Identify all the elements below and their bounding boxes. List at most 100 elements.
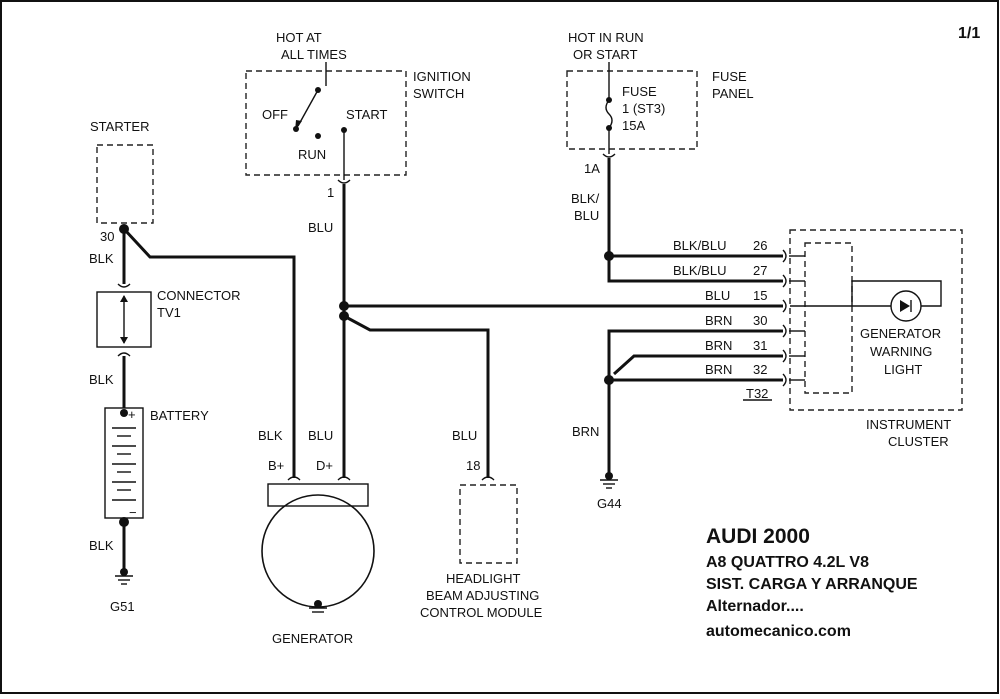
fuse-panel-label-1: FUSE xyxy=(712,69,747,84)
ground-g44-icon xyxy=(600,472,618,489)
fuse-panel-box xyxy=(566,70,698,150)
connector-top-pin xyxy=(117,283,131,288)
cluster-wire-color: BRN xyxy=(705,338,732,353)
generator-label: GENERATOR xyxy=(272,631,353,646)
generator-ground-point xyxy=(314,600,322,608)
headlight-pin-label: 18 xyxy=(466,458,480,473)
cluster-pin-row: BLU 15 xyxy=(705,288,787,313)
cluster-pin-number: 32 xyxy=(753,362,767,377)
cluster-label-2: CLUSTER xyxy=(888,434,949,449)
cluster-pin-number: 27 xyxy=(753,263,767,278)
starter-wire-color: BLK xyxy=(89,251,114,266)
headlight-module-box xyxy=(459,484,518,564)
ignition-hot-label-2: ALL TIMES xyxy=(281,47,347,62)
connector-label-2: TV1 xyxy=(157,305,181,320)
fuse-name-label: FUSE xyxy=(622,84,657,99)
generator-b-pin xyxy=(287,476,301,481)
connector-box xyxy=(96,291,152,348)
title-make-year: AUDI 2000 xyxy=(706,525,810,548)
ignition-wire-color: BLU xyxy=(308,220,333,235)
cluster-pin-symbol xyxy=(782,373,787,387)
wire-pin-30 xyxy=(607,329,783,474)
instrument-cluster: INSTRUMENT CLUSTER T32 GENERATOR WARNING… xyxy=(743,229,963,449)
cluster-pin-rows: BLK/BLU 26 BLK/BLU 27 BLU 15 BRN 30 BRN … xyxy=(673,238,805,387)
ground-g51-icon xyxy=(115,568,133,585)
fuse-panel-label-2: PANEL xyxy=(712,86,754,101)
ignition-contact-run xyxy=(315,133,321,139)
generator-b-terminal-label: B+ xyxy=(268,458,284,473)
title-site: automecanico.com xyxy=(706,623,851,640)
page-number: 1/1 xyxy=(958,25,980,42)
generator-d-terminal-label: D+ xyxy=(316,458,333,473)
cluster-connector-label: T32 xyxy=(746,386,768,401)
wire-pin-31 xyxy=(612,354,783,376)
connector-tv1: CONNECTOR TV1 xyxy=(96,283,241,357)
fuse-pin-symbol xyxy=(602,153,616,158)
connector-label-1: CONNECTOR xyxy=(157,288,241,303)
cluster-wire-color: BLK/BLU xyxy=(673,238,726,253)
cluster-pin-symbol xyxy=(782,274,787,288)
battery: + − BATTERY xyxy=(104,407,209,520)
fuse-hot-label-1: HOT IN RUN xyxy=(568,30,644,45)
ignition-pin-symbol xyxy=(337,179,351,184)
connector-wire-below-color: BLK xyxy=(89,372,114,387)
title-block: AUDI 2000 A8 QUATTRO 4.2L V8 SIST. CARGA… xyxy=(706,525,918,640)
cluster-pin-number: 26 xyxy=(753,238,767,253)
fuse-wire-color-2: BLU xyxy=(574,208,599,223)
warning-light-label-3: LIGHT xyxy=(884,362,922,377)
title-component: Alternador.... xyxy=(706,598,804,615)
blu-to-headlight-wire xyxy=(343,314,490,478)
warning-light-diode xyxy=(900,300,910,312)
cluster-pin-row: BRN 31 xyxy=(705,338,805,363)
cluster-pin-row: BRN 30 xyxy=(705,313,805,338)
cluster-pin-symbol xyxy=(782,324,787,338)
fuse-wire-color-1: BLK/ xyxy=(571,191,600,206)
ignition-hot-label-1: HOT AT xyxy=(276,30,322,45)
starter-label: STARTER xyxy=(90,119,149,134)
fuse-hot-label-2: OR START xyxy=(573,47,638,62)
wire-pin-27 xyxy=(607,256,783,283)
battery-box xyxy=(104,407,144,519)
connector-arrow-up xyxy=(120,295,128,302)
cluster-pin-number: 30 xyxy=(753,313,767,328)
ground-g44-label: G44 xyxy=(597,496,622,511)
starter-to-generator-wire xyxy=(122,227,296,478)
headlight-beam-module: BLU 18 HEADLIGHT BEAM ADJUSTING CONTROL … xyxy=(420,428,543,620)
generator-d-pin xyxy=(337,476,351,481)
splice-brn xyxy=(604,375,614,385)
generator: BLK BLU B+ D+ GENERATOR xyxy=(258,428,375,646)
cluster-pin-row: BLK/BLU 26 xyxy=(673,238,805,263)
cluster-pin-symbol xyxy=(782,249,787,263)
fuse-panel: HOT IN RUN OR START FUSE PANEL FUSE 1 (S… xyxy=(566,30,754,176)
cluster-wire-color: BRN xyxy=(705,313,732,328)
cluster-wire-color: BRN xyxy=(705,362,732,377)
ignition-switch-blade xyxy=(297,89,319,127)
ignition-contact-off xyxy=(293,126,299,132)
cluster-label-1: INSTRUMENT xyxy=(866,417,951,432)
ignition-switch-label-2: SWITCH xyxy=(413,86,464,101)
ignition-switch: HOT AT ALL TIMES IGNITION SWITCH OFF STA… xyxy=(245,30,471,200)
warning-light-label-2: WARNING xyxy=(870,344,932,359)
cluster-pin-number: 31 xyxy=(753,338,767,353)
battery-plus-sign: + xyxy=(128,407,136,422)
fuse-element xyxy=(605,99,613,129)
cluster-pin-symbol xyxy=(782,349,787,363)
ignition-pin-label: 1 xyxy=(327,185,334,200)
starter-box xyxy=(96,144,154,224)
cluster-connector-box xyxy=(804,242,853,394)
starter: STARTER 30 xyxy=(90,119,154,244)
cluster-pin-symbol xyxy=(782,299,787,313)
fuse-rating-label: 15A xyxy=(622,118,645,133)
generator-d-wire-color: BLU xyxy=(308,428,333,443)
headlight-label-3: CONTROL MODULE xyxy=(420,605,543,620)
cluster-pin-number: 15 xyxy=(753,288,767,303)
headlight-label-2: BEAM ADJUSTING xyxy=(426,588,539,603)
ignition-switch-label-1: IGNITION xyxy=(413,69,471,84)
cluster-pin-row: BRN 32 xyxy=(705,362,805,387)
ground-g51-label: G51 xyxy=(110,599,135,614)
battery-positive-terminal xyxy=(120,409,128,417)
title-model: A8 QUATTRO 4.2L V8 xyxy=(706,554,869,571)
generator-b-wire-color: BLK xyxy=(258,428,283,443)
